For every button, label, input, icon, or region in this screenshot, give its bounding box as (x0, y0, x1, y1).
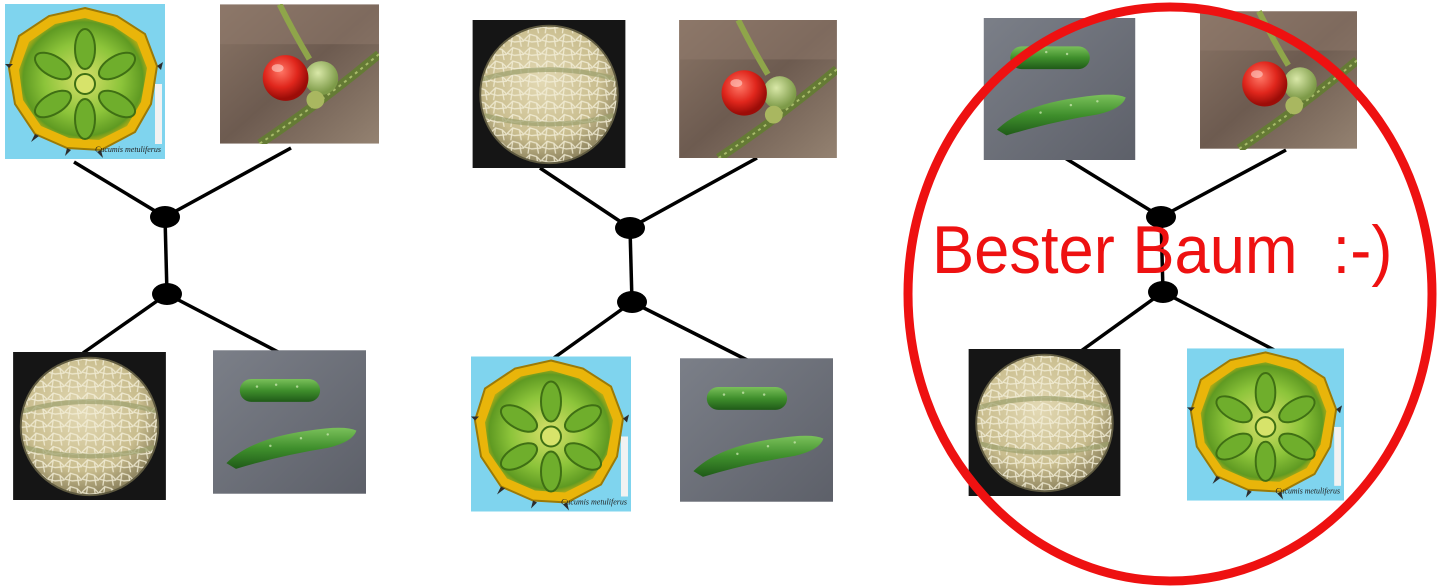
cucumber-icon (984, 18, 1135, 160)
cucumber-icon (680, 358, 833, 501)
kiwano-icon (1187, 348, 1344, 500)
kiwano-icon (471, 357, 631, 512)
branch-lines (74, 148, 291, 354)
cucumber-icon (213, 350, 366, 493)
tomato-icon (220, 4, 379, 143)
internal-node (615, 217, 645, 239)
branch-lines (540, 158, 757, 361)
internal-node (152, 283, 182, 305)
melon-icon (969, 349, 1121, 496)
kiwano-icon (5, 4, 165, 159)
best-tree-label: Bester Baum :-) (932, 210, 1392, 290)
internal-node (150, 206, 180, 228)
tomato-icon (679, 20, 837, 158)
internal-node (617, 291, 647, 313)
melon-icon (473, 20, 626, 168)
tree-1 (5, 4, 379, 500)
tree-2 (471, 20, 837, 512)
melon-icon (13, 352, 166, 500)
